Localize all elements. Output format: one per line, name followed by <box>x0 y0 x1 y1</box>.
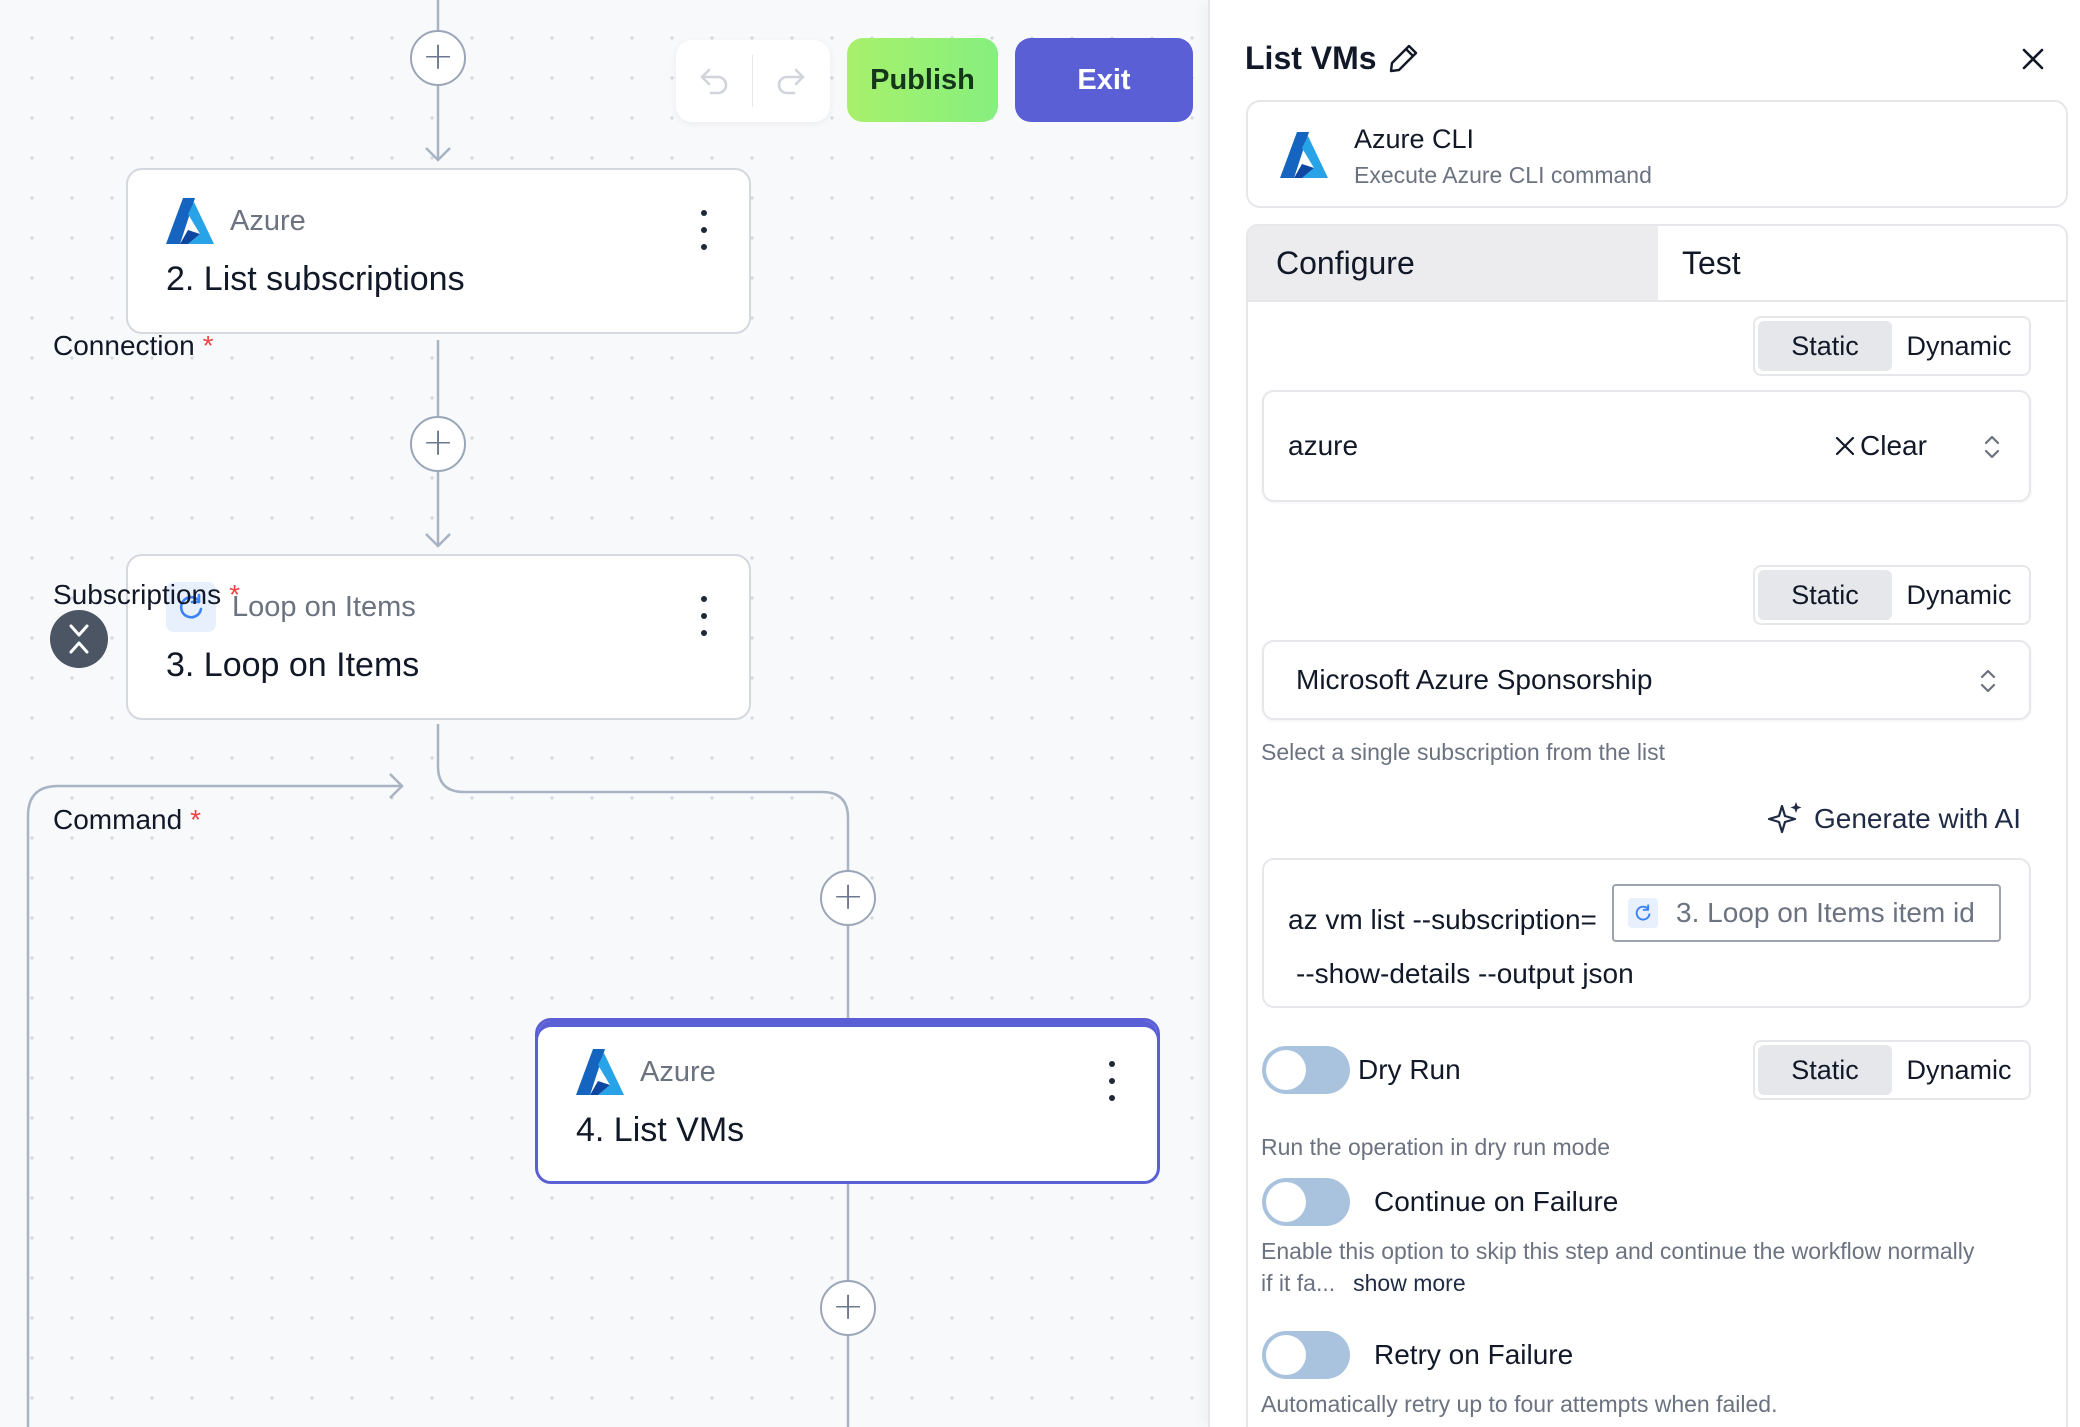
dry-run-description: Run the operation in dry run mode <box>1261 1134 1611 1160</box>
generate-with-ai-button[interactable]: Generate with AI <box>1766 800 2021 838</box>
continue-on-failure-label: Continue on Failure <box>1374 1186 1619 1217</box>
exit-button[interactable]: Exit <box>1015 38 1193 122</box>
static-option[interactable]: Static <box>1758 1045 1892 1095</box>
show-more-link[interactable]: show more <box>1353 1270 1466 1296</box>
add-step-button[interactable]: + <box>410 30 466 86</box>
redo-button[interactable] <box>753 40 829 122</box>
retry-on-failure-label: Retry on Failure <box>1374 1339 1574 1370</box>
undo-redo-group <box>676 40 830 122</box>
tab-test[interactable]: Test <box>1682 244 1741 281</box>
panel-tabs: Configure Test <box>1246 224 2068 302</box>
connection-value: azure <box>1288 430 1359 461</box>
sparkle-icon <box>1767 802 1802 834</box>
panel-body <box>1246 300 2068 1427</box>
dynamic-option[interactable]: Dynamic <box>1906 330 2012 361</box>
piece-name: Azure CLI <box>1354 124 1475 154</box>
step-app-name: Azure <box>640 1055 716 1088</box>
command-label: Command* <box>53 804 202 835</box>
dynamic-option[interactable]: Dynamic <box>1906 579 2012 610</box>
panel-title: List VMs <box>1245 40 1377 76</box>
add-step-button[interactable]: + <box>410 416 466 472</box>
dry-run-label: Dry Run <box>1358 1054 1461 1085</box>
publish-button[interactable]: Publish <box>847 38 998 122</box>
undo-icon <box>700 68 728 95</box>
subscriptions-select[interactable]: Microsoft Azure Sponsorship <box>1262 640 2031 720</box>
add-step-button[interactable]: + <box>820 1280 876 1336</box>
step-menu-icon[interactable] <box>697 210 711 250</box>
loop-icon <box>166 582 216 632</box>
dry-run-mode-toggle: Static Dynamic <box>1753 1040 2031 1100</box>
subscriptions-label: Subscriptions* <box>53 579 240 610</box>
chevron-up-down-icon <box>1984 435 2000 459</box>
close-icon[interactable] <box>2020 46 2046 72</box>
command-variable-token[interactable]: 3. Loop on Items item id <box>1612 884 2001 942</box>
step-app-name: Loop on Items <box>232 590 416 623</box>
step-title: 4. List VMs <box>576 1111 745 1149</box>
step-menu-icon[interactable] <box>697 596 711 636</box>
tab-configure[interactable]: Configure <box>1248 226 1658 300</box>
connection-label: Connection* <box>53 330 214 361</box>
retry-on-failure-toggle[interactable] <box>1262 1331 1350 1379</box>
azure-logo-icon <box>576 1049 624 1095</box>
step-title: 2. List subscriptions <box>166 260 465 298</box>
azure-logo-icon <box>1280 132 1328 178</box>
subscriptions-mode-toggle: Static Dynamic <box>1753 565 2031 625</box>
subscriptions-hint: Select a single subscription from the li… <box>1261 739 1665 765</box>
redo-icon <box>777 68 805 95</box>
subscriptions-value: Microsoft Azure Sponsorship <box>1296 664 1653 695</box>
step-menu-icon[interactable] <box>1105 1061 1119 1101</box>
connection-select[interactable]: azure Clear <box>1262 390 2031 502</box>
step-title: 3. Loop on Items <box>166 646 420 684</box>
step-app-name: Azure <box>230 204 306 237</box>
add-step-button[interactable]: + <box>820 870 876 926</box>
continue-on-failure-description: Enable this option to skip this step and… <box>1261 1238 1975 1296</box>
flow-step-loop-on-items[interactable]: Loop on Items 3. Loop on Items <box>126 554 751 720</box>
token-label: 3. Loop on Items item id <box>1676 897 1975 928</box>
dynamic-option[interactable]: Dynamic <box>1906 1054 2012 1085</box>
azure-logo-icon <box>166 198 214 244</box>
flow-step-list-subscriptions[interactable]: Azure 2. List subscriptions <box>126 168 751 334</box>
command-suffix: --show-details --output json <box>1296 958 1634 989</box>
connection-mode-toggle: Static Dynamic <box>1753 316 2031 376</box>
piece-info-card: Azure CLI Execute Azure CLI command <box>1246 100 2068 208</box>
command-input[interactable]: az vm list --subscription= 3. Loop on It… <box>1262 858 2031 1008</box>
flow-canvas[interactable]: + + + + Azure 2. List subscriptions Loop… <box>0 0 1208 1427</box>
flow-edges <box>26 0 850 1427</box>
dry-run-toggle[interactable] <box>1262 1046 1350 1094</box>
loop-icon <box>1628 898 1658 928</box>
static-option[interactable]: Static <box>1758 570 1892 620</box>
static-option[interactable]: Static <box>1758 321 1892 371</box>
continue-on-failure-toggle[interactable] <box>1262 1178 1350 1226</box>
flow-step-list-vms[interactable]: Azure 4. List VMs <box>535 1018 1160 1184</box>
piece-description: Execute Azure CLI command <box>1354 162 1652 188</box>
collapse-icon <box>69 624 89 654</box>
undo-button[interactable] <box>676 40 752 122</box>
edit-pencil-icon[interactable] <box>1388 42 1420 74</box>
command-prefix: az vm list --subscription= <box>1288 904 1597 935</box>
collapse-loop-button[interactable] <box>50 610 108 668</box>
chevron-up-down-icon <box>1980 669 1996 693</box>
retry-on-failure-description: Automatically retry up to four attempts … <box>1261 1391 1778 1417</box>
clear-connection-button[interactable]: Clear <box>1834 430 1927 462</box>
close-icon <box>1835 436 1855 456</box>
